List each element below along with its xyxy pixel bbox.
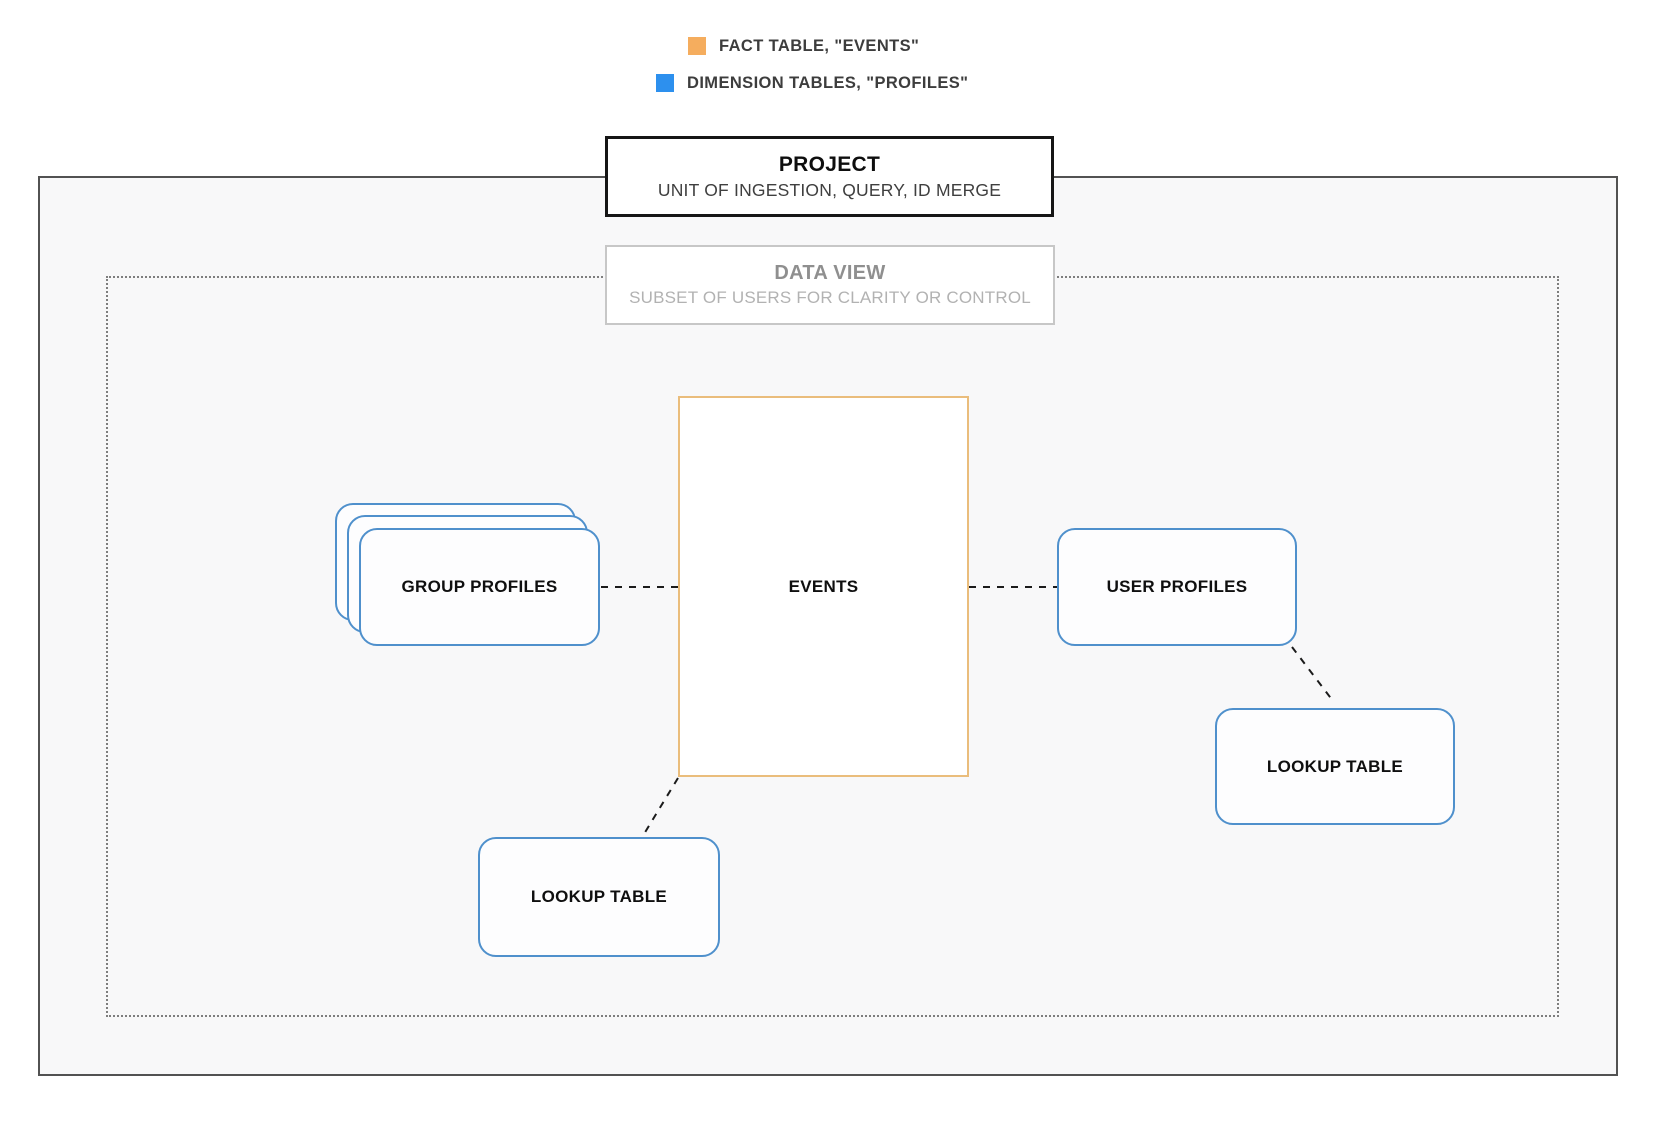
legend-item-fact-table: FACT TABLE, "EVENTS" xyxy=(688,35,919,57)
events-node: EVENTS xyxy=(678,396,969,777)
lookup-table-left-node: LOOKUP TABLE xyxy=(478,837,720,957)
user-profiles-label: USER PROFILES xyxy=(1106,577,1248,596)
legend-label: DIMENSION TABLES, "PROFILES" xyxy=(687,73,969,92)
project-box: PROJECT UNIT OF INGESTION, QUERY, ID MER… xyxy=(605,136,1054,217)
user-profiles-node: USER PROFILES xyxy=(1057,528,1297,646)
group-profiles-node: GROUP PROFILES xyxy=(359,528,600,646)
connector-events-lookup-table xyxy=(643,777,679,835)
data-view-box: DATA VIEW SUBSET OF USERS FOR CLARITY OR… xyxy=(605,245,1055,325)
dimension-swatch-icon xyxy=(656,74,674,92)
project-subtitle: UNIT OF INGESTION, QUERY, ID MERGE xyxy=(657,179,1002,200)
project-title: PROJECT xyxy=(778,152,881,176)
data-view-title: DATA VIEW xyxy=(774,262,886,284)
lookup-table-left-label: LOOKUP TABLE xyxy=(530,887,668,906)
data-view-subtitle: SUBSET OF USERS FOR CLARITY OR CONTROL xyxy=(629,288,1031,307)
events-label: EVENTS xyxy=(788,576,859,596)
lookup-table-right-node: LOOKUP TABLE xyxy=(1215,708,1455,825)
legend-item-dimension-tables: DIMENSION TABLES, "PROFILES" xyxy=(656,72,968,94)
legend-label: FACT TABLE, "EVENTS" xyxy=(719,36,920,55)
group-profiles-label: GROUP PROFILES xyxy=(401,577,558,596)
lookup-table-right-label: LOOKUP TABLE xyxy=(1266,756,1404,776)
connector-user-profiles-lookup-table xyxy=(1291,646,1334,702)
fact-swatch-icon xyxy=(688,37,706,55)
